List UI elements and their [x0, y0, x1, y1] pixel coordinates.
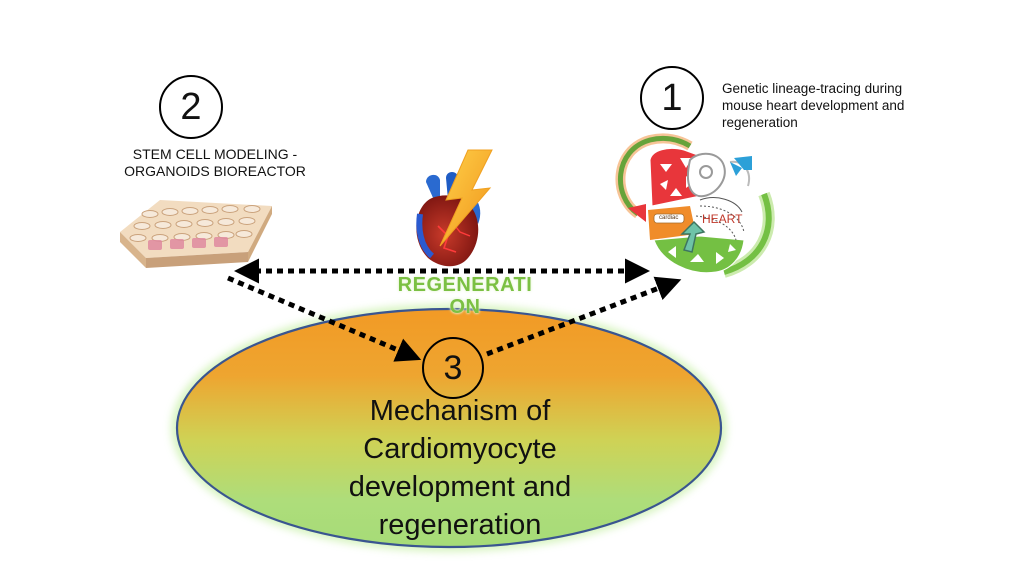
- mechanism-line: Cardiomyocyte: [363, 433, 557, 465]
- step-1-label-line: mouse heart development and: [722, 98, 905, 113]
- arrow-2-to-3: [227, 275, 422, 362]
- step-2-label: STEM CELL MODELING - ORGANOIDS BIOREACTO…: [90, 146, 340, 180]
- step-3-circle: 3: [422, 337, 484, 399]
- step-2-label-line: STEM CELL MODELING -: [132, 146, 298, 162]
- mechanism-line: regeneration: [378, 509, 542, 541]
- mechanism-line: Mechanism of: [369, 395, 551, 427]
- step-1-label: Genetic lineage-tracing during mouse hea…: [722, 80, 962, 131]
- heart-cycle-icon: [615, 133, 775, 278]
- regeneration-line: ON: [449, 296, 481, 318]
- step-1-label-line: regeneration: [722, 115, 798, 130]
- step-1-number: 1: [661, 76, 683, 119]
- step-1-label-line: Genetic lineage-tracing during: [722, 81, 903, 96]
- heart-label: HEART: [702, 212, 743, 226]
- regeneration-line: REGENERATI: [397, 274, 533, 296]
- step-1-circle: 1: [640, 66, 704, 130]
- step-2-label-line: ORGANOIDS BIOREACTOR: [124, 163, 306, 179]
- regeneration-label: REGENERATI ON: [340, 274, 590, 318]
- step-2-number: 2: [180, 85, 202, 128]
- cardiac-label: cardiac: [659, 215, 679, 221]
- step-3-number: 3: [443, 348, 463, 387]
- mechanism-text: Mechanism of Cardiomyocyte development a…: [310, 392, 610, 544]
- lightning-icon: [439, 149, 493, 247]
- well-plate-icon: [120, 200, 272, 268]
- arrow-3-to-1: [486, 276, 682, 357]
- mechanism-line: development and: [348, 471, 572, 503]
- step-2-circle: 2: [159, 75, 223, 139]
- dotted-arrows: [227, 258, 682, 362]
- mechanism-ellipse: [171, 304, 727, 552]
